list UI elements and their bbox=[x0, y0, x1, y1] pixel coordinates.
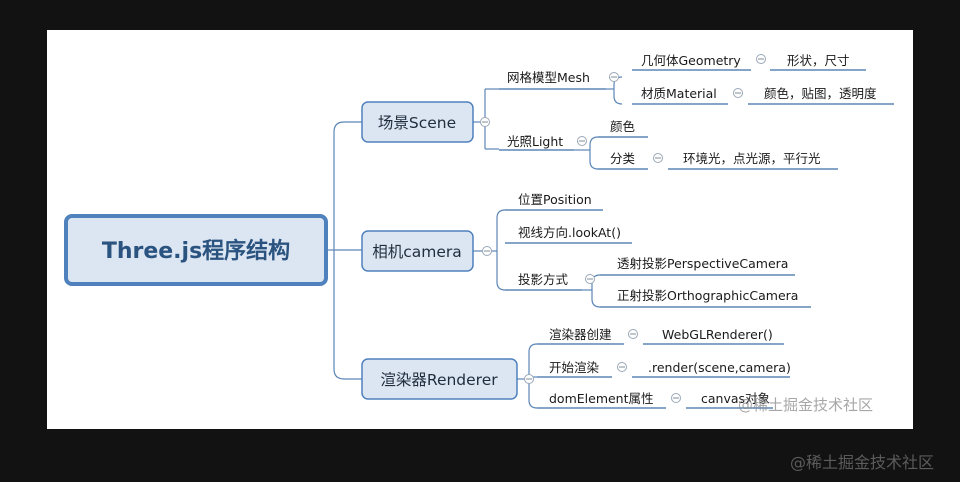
collapse-toggle-scene[interactable] bbox=[480, 117, 490, 127]
orthographic-camera-label[interactable]: 正射投影OrthographicCamera bbox=[617, 288, 798, 303]
material-detail[interactable]: 颜色，贴图，透明度 bbox=[764, 86, 877, 101]
light-label[interactable]: 光照Light bbox=[507, 134, 563, 149]
collapse-toggle-light[interactable] bbox=[577, 136, 587, 146]
projection-label[interactable]: 投影方式 bbox=[518, 272, 569, 287]
camera-label: 相机camera bbox=[372, 243, 462, 261]
collapse-toggle-render-create[interactable] bbox=[628, 329, 638, 339]
root-node[interactable]: Three.js程序结构 bbox=[64, 214, 328, 286]
collapse-toggle-light-types[interactable] bbox=[653, 153, 663, 163]
collapse-toggle-material[interactable] bbox=[733, 88, 743, 98]
camera-node[interactable]: 相机camera bbox=[361, 230, 474, 272]
scene-label: 场景Scene bbox=[378, 114, 456, 132]
collapse-toggle-camera[interactable] bbox=[482, 246, 492, 256]
scene-connectors bbox=[473, 69, 894, 170]
light-color-label[interactable]: 颜色 bbox=[610, 119, 636, 134]
collapse-toggle-geometry[interactable] bbox=[756, 54, 766, 64]
collapse-toggle-dom-element[interactable] bbox=[671, 393, 681, 403]
light-types-label[interactable]: 分类 bbox=[610, 151, 636, 166]
collapse-toggle-mesh[interactable] bbox=[609, 72, 619, 82]
renderer-node[interactable]: 渲染器Renderer bbox=[361, 358, 518, 400]
collapse-toggle-render-start[interactable] bbox=[617, 362, 627, 372]
watermark-outer: @稀土掘金技术社区 bbox=[790, 453, 934, 472]
render-start-label[interactable]: 开始渲染 bbox=[549, 360, 600, 375]
renderer-label: 渲染器Renderer bbox=[380, 371, 498, 389]
camera-lookat-label[interactable]: 视线方向.lookAt() bbox=[518, 225, 621, 240]
renderer-create-detail[interactable]: WebGLRenderer() bbox=[662, 327, 773, 342]
root-label: Three.js程序结构 bbox=[102, 238, 290, 264]
geometry-detail[interactable]: 形状，尺寸 bbox=[787, 53, 850, 68]
renderer-create-label[interactable]: 渲染器创建 bbox=[549, 327, 612, 342]
watermark-inner: @稀土掘金技术社区 bbox=[738, 396, 873, 414]
mesh-label[interactable]: 网格模型Mesh bbox=[507, 70, 590, 85]
dom-element-detail[interactable]: canvas对象 bbox=[701, 391, 770, 406]
collapse-toggle-renderer[interactable] bbox=[524, 374, 534, 384]
perspective-camera-label[interactable]: 透射投影PerspectiveCamera bbox=[617, 256, 788, 271]
camera-position-label[interactable]: 位置Position bbox=[518, 192, 592, 207]
geometry-label[interactable]: 几何体Geometry bbox=[641, 53, 741, 68]
collapse-toggle-projection[interactable] bbox=[585, 274, 595, 284]
light-types-detail[interactable]: 环境光，点光源，平行光 bbox=[683, 151, 821, 166]
dom-element-label[interactable]: domElement属性 bbox=[549, 391, 654, 406]
material-label[interactable]: 材质Material bbox=[641, 86, 717, 101]
scene-node[interactable]: 场景Scene bbox=[361, 101, 474, 143]
render-start-detail[interactable]: .render(scene,camera) bbox=[648, 360, 791, 375]
camera-connectors bbox=[473, 209, 811, 308]
